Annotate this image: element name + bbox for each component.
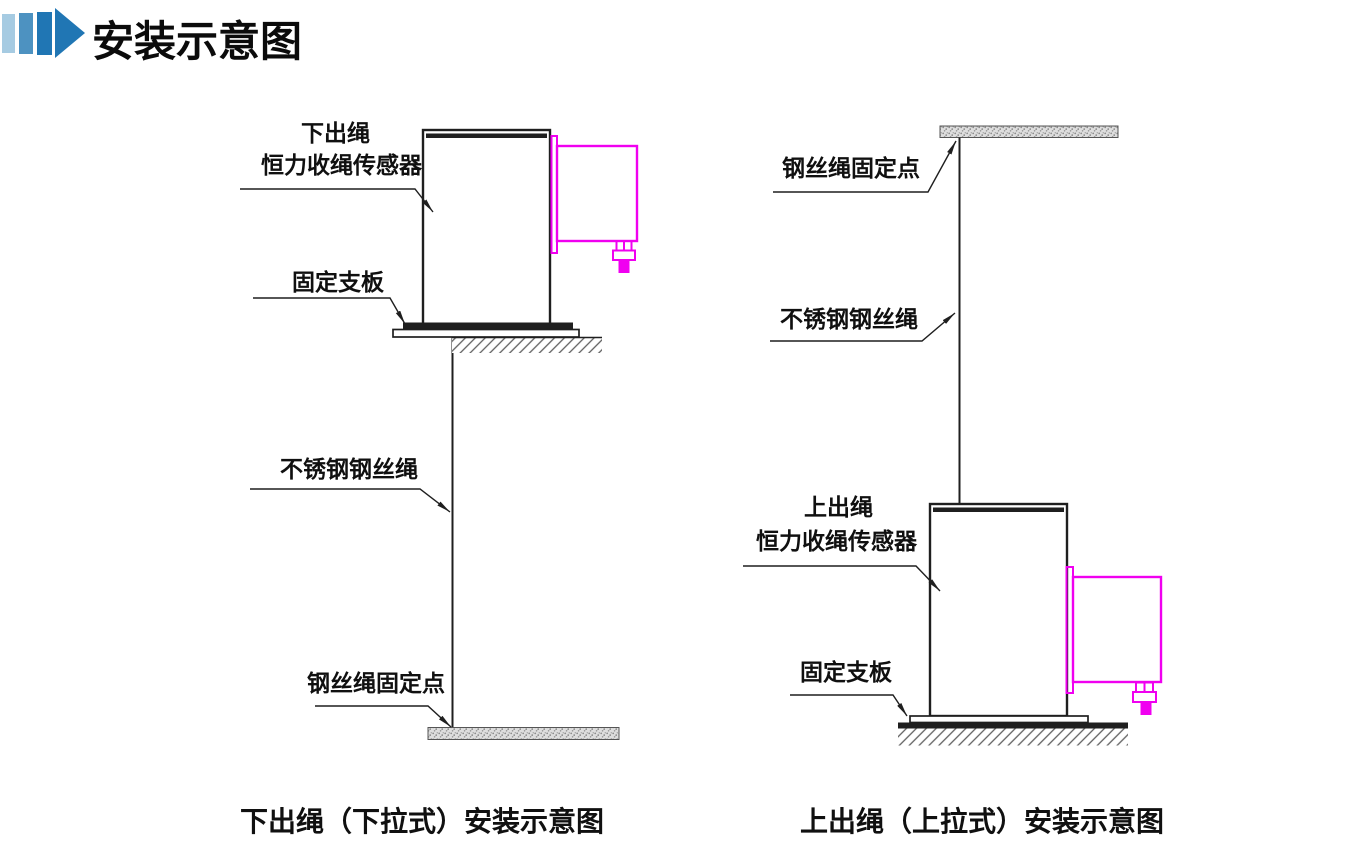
support-plate-lower (898, 722, 1128, 729)
sensor-top-bar (933, 507, 1064, 512)
label-sensor-name: 恒力收绳传感器 (756, 528, 917, 554)
cable-gland-nut-bottom (1132, 691, 1157, 703)
leader-bracket (253, 297, 406, 325)
junction-box (555, 144, 639, 243)
leader-rope (770, 312, 956, 342)
triple-bar-arrow-icon (2, 8, 85, 58)
label-stainless-rope: 不锈钢钢丝绳 (280, 456, 418, 482)
cable-gland-stem (1140, 702, 1152, 715)
page-title: 安装示意图 (92, 18, 303, 65)
sensor-top-bar (426, 133, 547, 138)
leader-anchor (315, 705, 452, 728)
cable-gland-stem (618, 260, 630, 273)
label-rope-exit-type: 上出绳 (804, 494, 873, 520)
right-diagram (743, 125, 1163, 746)
right-diagram-caption: 上出绳（上拉式）安装示意图 (800, 807, 1165, 838)
label-rope-fix-point: 钢丝绳固定点 (782, 155, 920, 181)
leader-bracket (790, 694, 908, 717)
ground-hatch (452, 337, 602, 353)
label-rope-exit-type: 下出绳 (301, 120, 370, 146)
anchor-surface (427, 727, 620, 740)
left-diagram (240, 128, 639, 740)
sensor-body (421, 128, 552, 327)
support-plate-upper (909, 715, 1089, 724)
label-stainless-rope: 不锈钢钢丝绳 (780, 306, 918, 332)
cable-gland-nut-bottom (612, 249, 636, 261)
leader-rope (250, 488, 451, 513)
left-diagram-caption: 下出绳（下拉式）安装示意图 (240, 807, 605, 838)
icon-bar-dark (37, 12, 52, 55)
icon-bar-light (2, 14, 15, 53)
sensor-body (928, 502, 1069, 718)
support-plate-upper (403, 322, 573, 330)
label-fixed-bracket: 固定支板 (800, 659, 892, 685)
icon-bar-mid (19, 13, 33, 54)
leader-sensor (743, 565, 941, 592)
support-plate-lower (392, 328, 580, 338)
junction-box (1071, 575, 1163, 684)
label-sensor-name: 恒力收绳传感器 (261, 152, 422, 178)
label-fixed-bracket: 固定支板 (292, 269, 384, 295)
label-rope-fix-point: 钢丝绳固定点 (307, 670, 445, 696)
leader-sensor (240, 188, 434, 213)
leader-anchor (773, 140, 957, 193)
icon-arrow-triangle (55, 8, 85, 58)
anchor-surface (939, 125, 1119, 138)
ground-hatch (898, 728, 1128, 746)
